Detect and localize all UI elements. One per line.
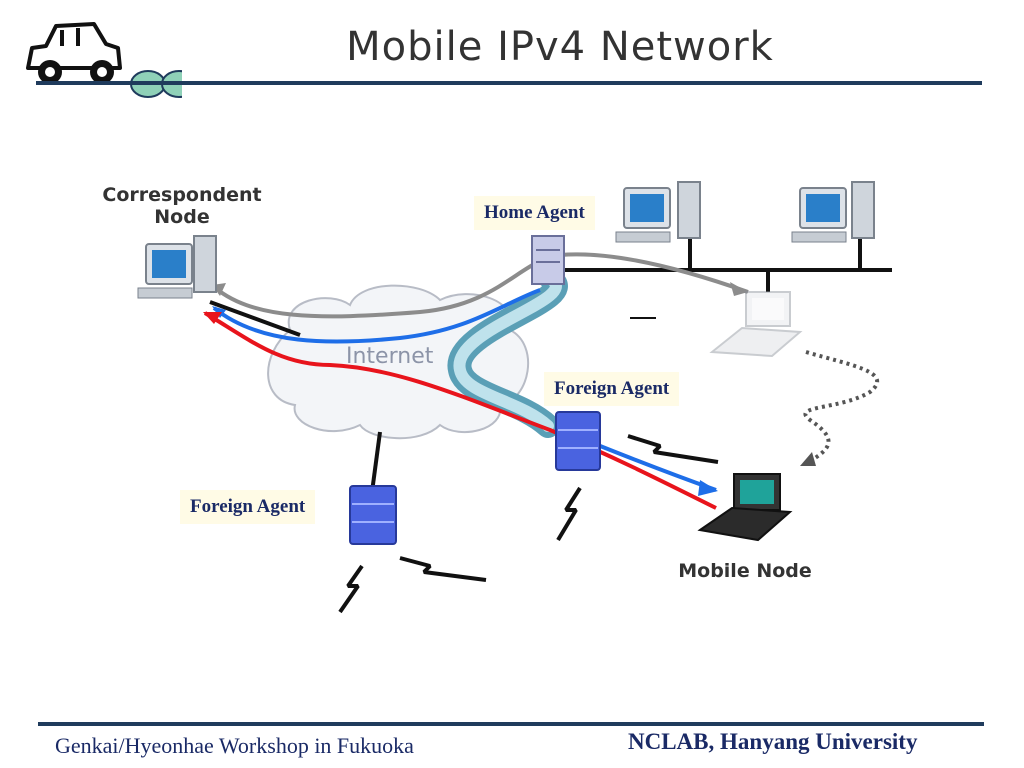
home-lan-computer-icon <box>791 181 875 243</box>
slide-title: Mobile IPv4 Network <box>346 24 774 70</box>
foreign-agent-left-label: Foreign Agent <box>180 490 316 524</box>
home-agent-label: Home Agent <box>474 196 595 230</box>
home-network-lan <box>560 236 892 292</box>
path-gray <box>210 252 749 319</box>
path-red <box>203 311 717 510</box>
foreign-agent-right-server-icon <box>555 411 601 471</box>
correspondent-computer-icon <box>137 235 217 299</box>
footer-affiliation: NCLAB, Hanyang University <box>628 729 918 754</box>
internet-label: Internet <box>346 344 434 369</box>
correspondent-node-label-line2: Node <box>154 206 210 228</box>
mobile-node-previous-laptop-icon <box>709 291 803 358</box>
footer-divider <box>38 722 984 726</box>
correspondent-node-label-line1: Correspondent <box>102 184 262 206</box>
title-divider <box>36 81 982 85</box>
mobile-node-laptop-icon <box>697 473 793 542</box>
movement-path <box>803 350 879 466</box>
foreign-agent-right-label: Foreign Agent <box>544 372 680 406</box>
home-agent-server-icon <box>531 235 565 285</box>
home-lan-computer-icon <box>615 181 701 243</box>
foreign-agent-left-server-icon <box>349 485 397 545</box>
footer-workshop: Genkai/Hyeonhae Workshop in Fukuoka <box>55 733 414 758</box>
correspondent-node-label: Correspondent Node <box>94 184 270 228</box>
wireless-links <box>338 434 719 614</box>
mobile-node-label: Mobile Node <box>678 560 812 582</box>
